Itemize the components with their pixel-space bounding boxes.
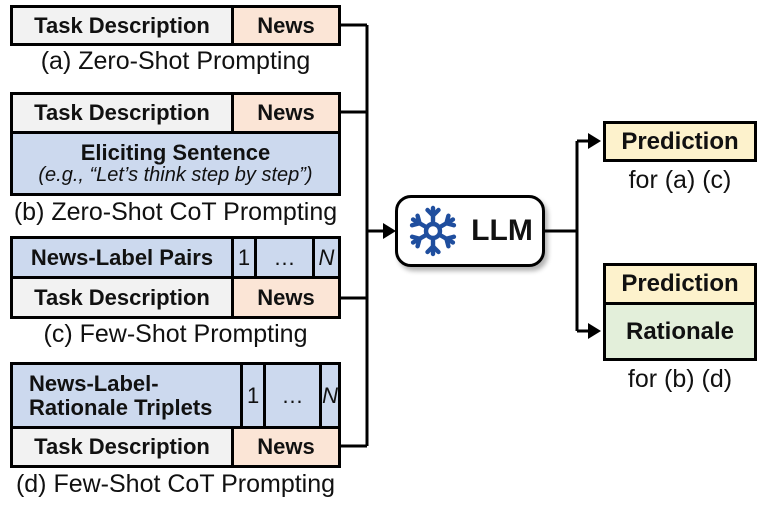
example-cell-ellipsis: … [254,239,312,276]
caption-for-a-c: for (a) (c) [628,166,732,194]
prompt-row: Task Description News [13,276,338,316]
prompt-row: Task Description News [13,8,338,43]
caption-zero-shot-cot: (b) Zero-Shot CoT Prompting [13,198,338,226]
example-cell-1: 1 [240,365,263,426]
task-description-label: Task Description [34,284,210,310]
news-label: News [257,434,315,460]
task-description-label: Task Description [34,434,210,460]
prompt-row: Task Description News [13,426,338,465]
news-label-rationale-triplets-cell: News-Label- Rationale Triplets [13,365,241,426]
caption-zero-shot: (a) Zero-Shot Prompting [40,47,311,75]
eliciting-sentence-title: Eliciting Sentence [80,139,271,165]
arrowhead-into-prediction [588,133,601,149]
prediction-label: Prediction [621,127,739,155]
news-label: News [257,284,315,310]
news-cell: News [231,8,338,43]
prediction-row: Prediction [606,266,754,302]
example-cell-n: N [312,239,338,276]
few-shot-prompt-box: News-Label Pairs 1 … N Task Description … [10,236,341,319]
eliciting-sentence-example: (e.g., “Let’s think step by step”) [38,164,313,187]
task-description-label: Task Description [34,12,210,38]
llm-node: LLM [395,195,545,267]
example-cell-ellipsis: … [262,365,320,426]
triplets-label-line2: Rationale Triplets [29,394,213,420]
news-cell: News [231,279,338,316]
news-cell: News [231,95,338,131]
llm-label: LLM [471,214,533,247]
task-description-cell: Task Description [13,279,231,316]
eliciting-sentence-cell: Eliciting Sentence (e.g., “Let’s think s… [13,134,338,193]
arrowhead-into-rationale [588,323,601,339]
few-shot-cot-prompt-box: News-Label- Rationale Triplets 1 … N Tas… [10,362,341,468]
prediction-label: Prediction [621,270,739,297]
caption-few-shot-cot: (d) Few-Shot CoT Prompting [15,470,336,498]
examples-row: News-Label- Rationale Triplets 1 … N [13,365,338,426]
zero-shot-prompt-box: Task Description News [10,5,341,46]
news-label-pairs-cell: News-Label Pairs [13,239,231,276]
rationale-row: Rationale [606,302,754,358]
examples-row: News-Label Pairs 1 … N [13,239,338,276]
snowflake-icon [407,205,459,257]
task-description-cell: Task Description [13,8,231,43]
example-index: 1 [237,244,251,270]
task-description-cell: Task Description [13,429,231,465]
news-label: News [257,100,315,126]
prediction-rationale-output-box: Prediction Rationale [603,263,757,361]
prediction-output-box: Prediction [603,121,757,162]
news-label: News [257,12,315,38]
task-description-cell: Task Description [13,95,231,131]
example-index-n: N [322,382,338,408]
eliciting-row: Eliciting Sentence (e.g., “Let’s think s… [13,131,338,193]
triplets-label-line1: News-Label- [29,371,159,397]
caption-few-shot: (c) Few-Shot Prompting [43,320,308,348]
ellipsis: … [281,382,304,408]
example-index-n: N [318,244,335,270]
example-index: 1 [246,382,260,408]
task-description-label: Task Description [34,100,210,126]
zero-shot-cot-prompt-box: Task Description News Eliciting Sentence… [10,92,341,196]
example-cell-1: 1 [231,239,254,276]
example-cell-n: N [319,365,338,426]
prompt-row: Task Description News [13,95,338,131]
news-cell: News [231,429,338,465]
rationale-label: Rationale [625,317,735,345]
news-label-pairs-label: News-Label Pairs [30,244,214,270]
caption-for-b-d: for (b) (d) [627,365,733,393]
prediction-row: Prediction [606,124,754,159]
ellipsis: … [273,244,296,270]
